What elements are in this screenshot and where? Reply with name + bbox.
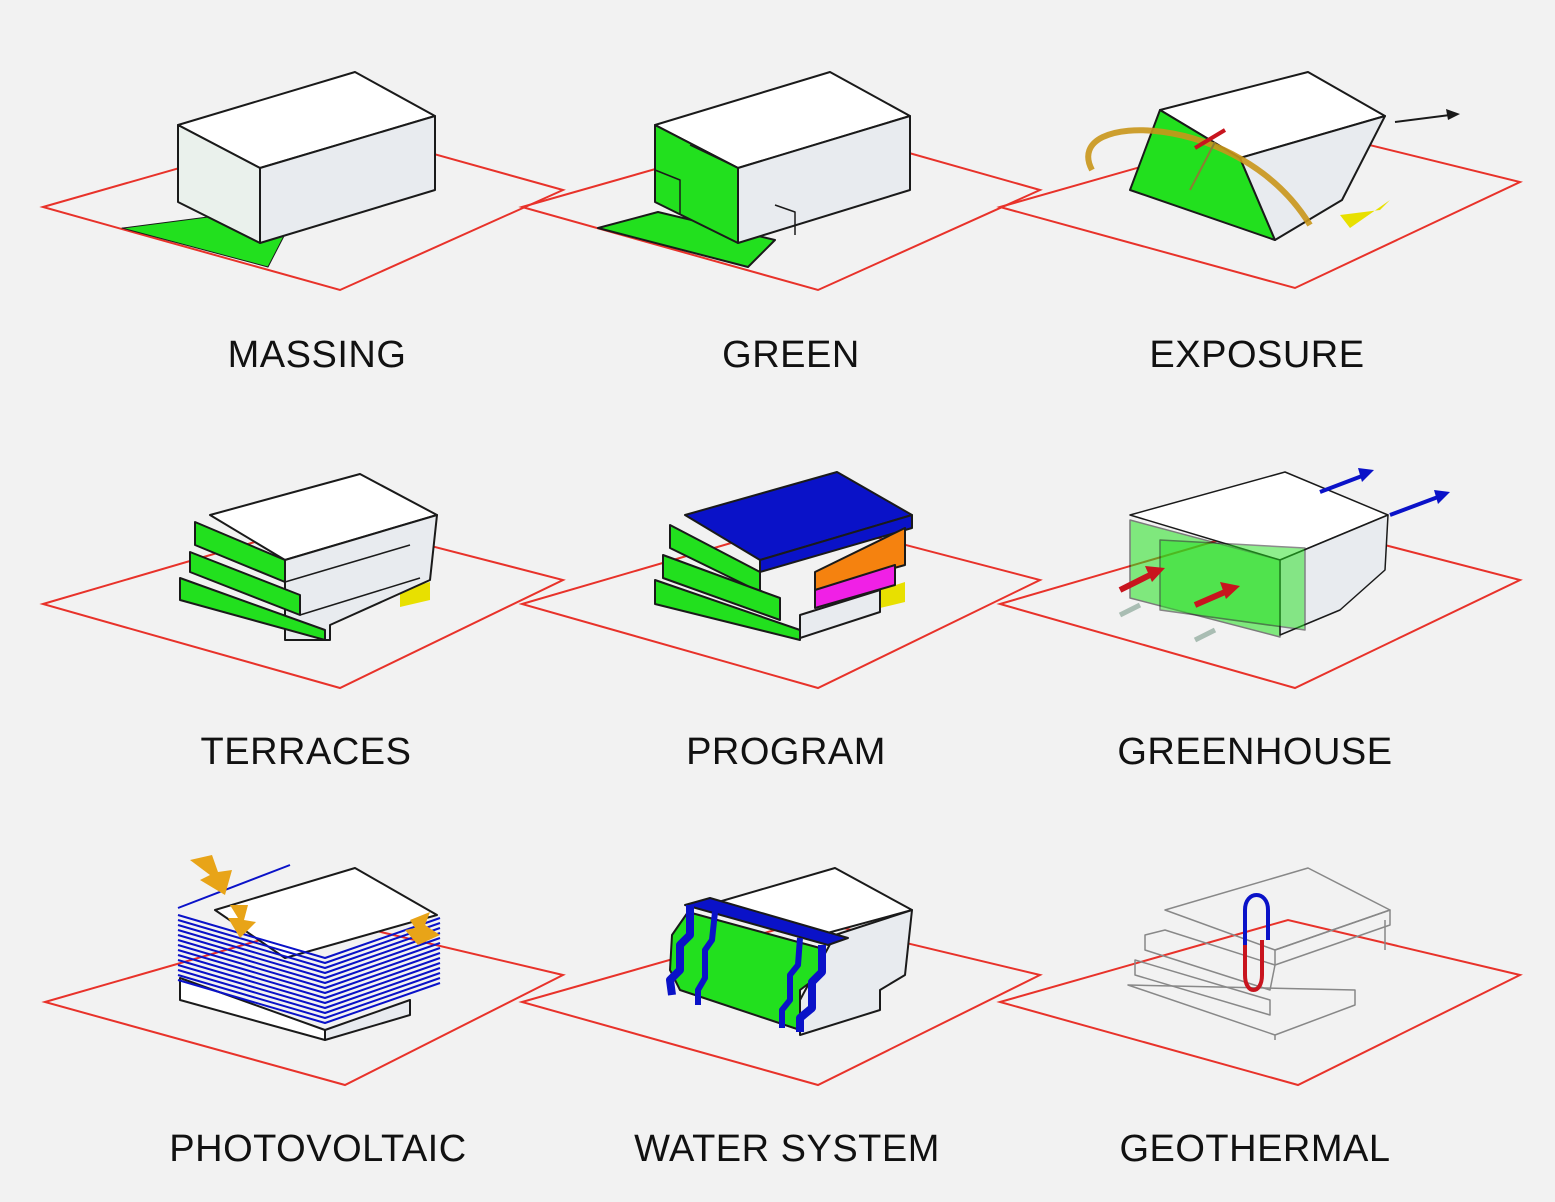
pv-panel-line (177, 964, 441, 1009)
water-blue-channel (695, 911, 718, 1005)
green-fold-line (654, 169, 681, 215)
green-side-face (737, 115, 911, 244)
pv-sun-arrow (190, 855, 232, 895)
green-ground-plane (597, 211, 776, 268)
geothermal-model (1127, 867, 1391, 1040)
green-fold-line (774, 204, 796, 235)
pv-panel-line (177, 864, 291, 909)
pv-panel-lines (177, 864, 441, 1024)
pv-panel-line (177, 924, 441, 969)
panel-label-geothermal: GEOTHERMAL (1119, 1128, 1391, 1170)
photovoltaic-model (177, 855, 441, 1041)
airflow-arrowhead (1434, 490, 1450, 504)
pv-panel-line (177, 969, 441, 1014)
exposure-sun-arrow (1193, 128, 1227, 150)
program-magenta-band (814, 564, 896, 609)
geothermal-loop-hot (1243, 940, 1264, 992)
water-blue-channel (796, 945, 826, 1032)
program-model (654, 471, 913, 641)
panel-label-massing: MASSING (227, 334, 407, 376)
pv-base-side (324, 999, 411, 1041)
program-step-3 (654, 579, 801, 641)
terrace-edge (284, 544, 411, 583)
airflow-arrow-line (1389, 495, 1439, 517)
pv-panel-line (177, 979, 441, 1024)
terraces-side (284, 514, 438, 641)
pv-panel-line (177, 959, 441, 1004)
ground-shadow-line (1193, 627, 1217, 643)
terrace-edge (299, 577, 421, 616)
exposure-direction-arrowhead (1446, 109, 1460, 120)
pv-panel-line (177, 954, 441, 999)
panel-label-water-system: WATER SYSTEM (634, 1128, 940, 1170)
geo-layer-4 (1127, 984, 1356, 1036)
green-fold-line (689, 144, 739, 169)
massing-side-face (259, 115, 436, 244)
geo-layer-top-edge (1274, 909, 1391, 966)
water-blue-channel (666, 905, 694, 996)
pv-panel-line (177, 939, 441, 984)
heat-arrow-line (1118, 572, 1152, 593)
panel-label-green: GREEN (722, 334, 860, 376)
terraces-model (179, 473, 438, 641)
green-model (597, 71, 911, 268)
panel-label-photovoltaic: PHOTOVOLTAIC (169, 1128, 467, 1170)
pv-panel-line (177, 974, 441, 1019)
exposure-direction-arrow (1394, 114, 1451, 123)
airflow-arrow-line (1319, 474, 1363, 494)
exposure-side-face (1239, 115, 1386, 241)
pv-panel-line (177, 949, 441, 994)
sun-path-arc (1085, 127, 1313, 227)
geo-layer-2 (1144, 929, 1276, 991)
pv-panel-line (177, 914, 441, 959)
pv-panel-line (177, 919, 441, 964)
pv-panel-line (177, 934, 441, 979)
ground-shadow-line (1118, 602, 1142, 618)
terrace-step-3 (179, 577, 326, 641)
pv-panel-line (177, 944, 441, 989)
airflow-arrowhead (1358, 468, 1374, 482)
exposure-shadow (1340, 200, 1390, 228)
heat-arrowhead (1220, 582, 1240, 599)
panel-label-exposure: EXPOSURE (1149, 334, 1365, 376)
pv-panel-line (177, 929, 441, 974)
exposure-model (1085, 71, 1460, 241)
program-blue-edge (759, 514, 913, 573)
pv-sun-arrow (228, 905, 256, 938)
water-blue-channel-top (684, 897, 849, 946)
greenhouse-model (1118, 468, 1450, 643)
pv-sun-arrow (405, 912, 440, 945)
program-orange-band (814, 527, 906, 591)
geothermal-loop-cold (1243, 893, 1270, 945)
heat-arrowhead (1145, 566, 1165, 582)
panel-label-program: PROGRAM (686, 731, 886, 773)
panel-label-terraces: TERRACES (200, 731, 412, 773)
program-step-2 (662, 554, 781, 621)
heat-arrow-line (1193, 589, 1227, 608)
site-outline-geothermal (996, 918, 1523, 1087)
water-system-model (666, 867, 913, 1036)
massing-model (121, 71, 436, 268)
panel-label-greenhouse: GREENHOUSE (1117, 731, 1393, 773)
water-blue-channel (779, 937, 803, 1028)
geo-layer-top (1164, 867, 1391, 951)
exposure-axis-line (1189, 141, 1216, 191)
pv-roof (214, 867, 438, 959)
